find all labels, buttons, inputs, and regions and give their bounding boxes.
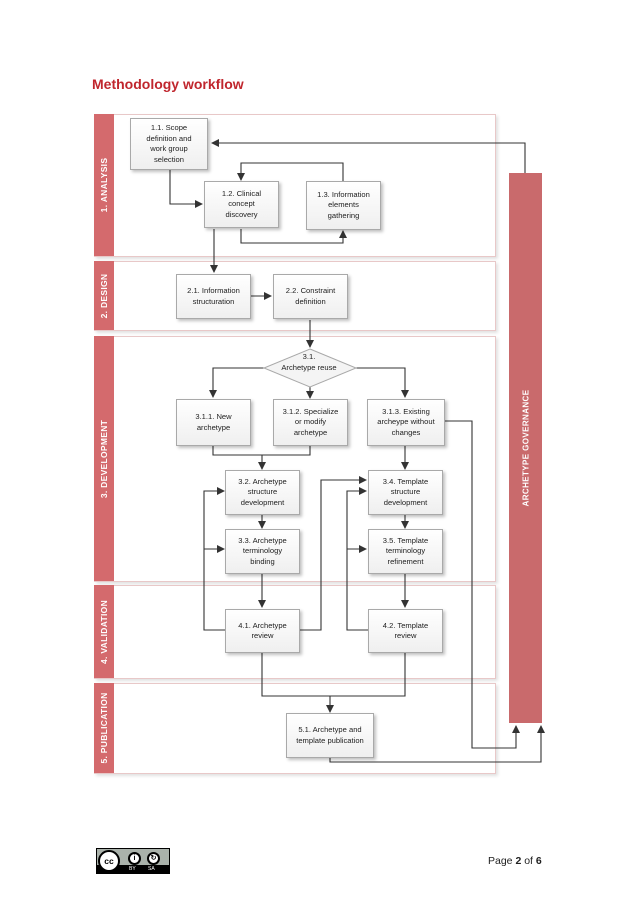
cc-by-sa-license-icon: cc i ↻ BY SA xyxy=(96,848,170,874)
arrow-governance-to-1-1 xyxy=(211,139,526,173)
page-of: of xyxy=(521,855,536,867)
phase-label-design: 2. DESIGN xyxy=(94,261,114,330)
step-2-2-box: 2.2. Constraint definition xyxy=(273,274,348,319)
page-total: 6 xyxy=(535,855,542,867)
phase-label-publication: 5. PUBLICATION xyxy=(94,683,114,773)
step-1-2-box: 1.2. Clinical concept discovery xyxy=(204,181,279,228)
license-sa-text: SA xyxy=(148,866,155,872)
by-icon: i xyxy=(128,852,141,865)
arrow-5-1-to-governance xyxy=(329,725,545,763)
step-3-4-box: 3.4. Template structure development xyxy=(368,470,443,515)
page-title: Methodology workflow xyxy=(92,76,244,92)
arrow-3-1-to-3-1-3 xyxy=(356,367,409,398)
arrow-1-3-to-1-2 xyxy=(237,162,344,182)
step-3-1-3-box: 3.1.3. Existing archeype without changes xyxy=(367,399,445,446)
step-3-5-box: 3.5. Template terminology refinement xyxy=(368,529,443,574)
arrow-1-2-to-1-3 xyxy=(240,229,347,244)
page-current: 2 xyxy=(515,855,522,867)
step-1-3-box: 1.3. Information elements gathering xyxy=(306,181,381,230)
arrow-3-1-to-3-1-1 xyxy=(209,367,264,398)
arrow-3-1-1-to-3-2 xyxy=(212,446,266,470)
step-5-1-box: 5.1. Archetype and template publication xyxy=(286,713,374,758)
arrow-1-1-to-1-2 xyxy=(169,170,203,208)
step-4-1-box: 4.1. Archetype review xyxy=(225,609,300,653)
cc-icon: cc xyxy=(98,850,120,872)
license-bar xyxy=(97,865,169,873)
arrow-4-1-to-5-1 xyxy=(261,653,334,713)
arrow-4-1-to-3-4 xyxy=(300,476,367,631)
step-4-2-box: 4.2. Template review xyxy=(368,609,443,653)
arrow-4-2-to-5-1 xyxy=(330,653,406,697)
phase-label-analysis: 1. ANALYSIS xyxy=(94,114,114,256)
archetype-governance-bar: ARCHETYPE GOVERNANCE xyxy=(509,173,542,723)
license-by-text: BY xyxy=(129,866,136,872)
phase-label-validation: 4. VALIDATION xyxy=(94,585,114,678)
decision-3-1-diamond xyxy=(262,348,358,388)
step-3-2-box: 3.2. Archetype structure development xyxy=(225,470,300,515)
page-prefix: Page xyxy=(488,855,516,867)
step-3-1-2-box: 3.1.2. Specialize or modify archetype xyxy=(273,399,348,446)
step-3-3-box: 3.3. Archetype terminology binding xyxy=(225,529,300,574)
step-3-1-1-box: 3.1.1. New archetype xyxy=(176,399,251,446)
phase-label-development: 3. DEVELOPMENT xyxy=(94,336,114,581)
arrow-3-1-2-to-3-2 xyxy=(262,446,311,456)
sa-icon: ↻ xyxy=(147,852,160,865)
arrow-4-2-to-3-4 xyxy=(346,487,368,631)
step-2-1-box: 2.1. Information structuration xyxy=(176,274,251,319)
arrow-4-1-to-3-2 xyxy=(203,487,225,631)
arrow-3-1-3-to-governance xyxy=(445,420,520,749)
step-1-1-box: 1.1. Scope definition and work group sel… xyxy=(130,118,208,170)
decision-3-1-label: 3.1. Archetype reuse xyxy=(281,352,337,372)
page-number: Page 2 of 6 xyxy=(488,855,542,867)
